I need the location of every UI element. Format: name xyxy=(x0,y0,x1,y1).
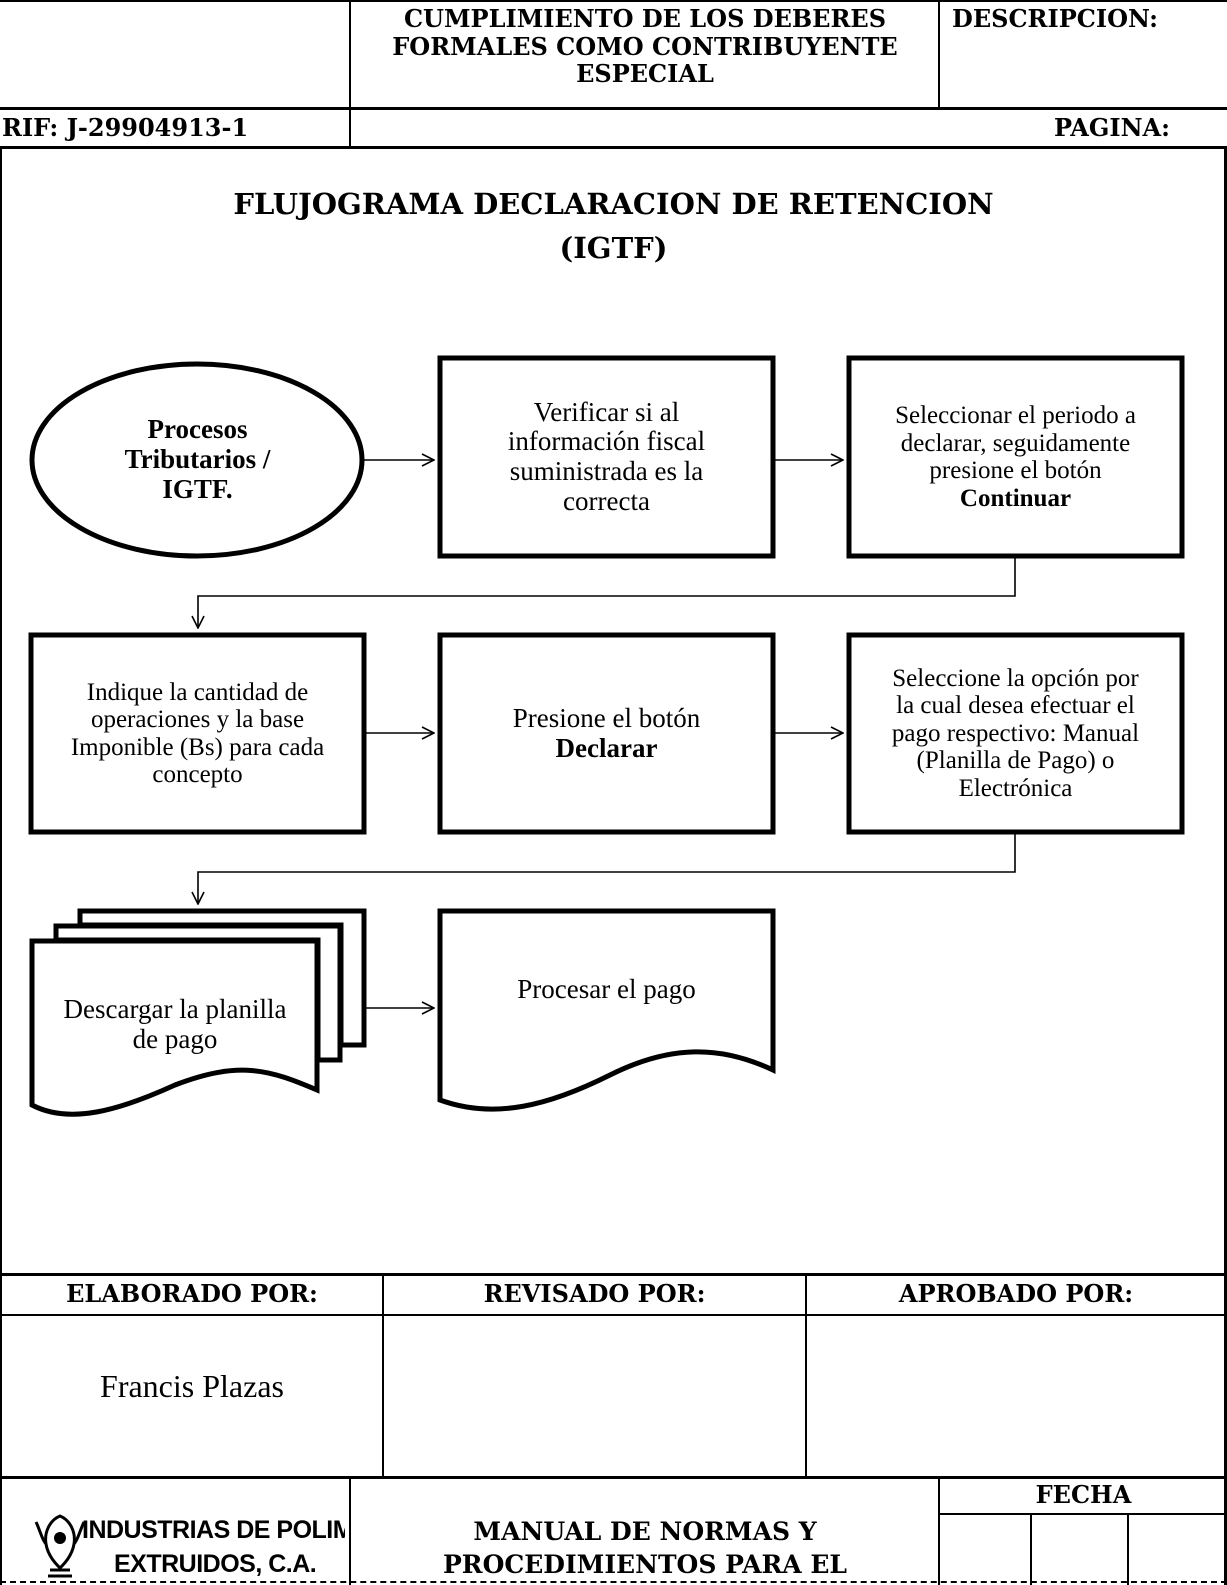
step2-label-line: declarar, seguidamente xyxy=(900,429,1131,457)
flowchart-title: FLUJOGRAMA DECLARACION DE RETENCION (IGT… xyxy=(0,182,1227,270)
step6-label-line: Descargar la planilla xyxy=(63,994,287,1025)
step3-label-line: Imponible (Bs) para cada xyxy=(70,733,325,761)
elaborado-name: Francis Plazas xyxy=(100,1368,284,1404)
manual-title-line: PROCEDIMIENTOS PARA EL xyxy=(443,1550,847,1579)
step1-label-line: correcta xyxy=(563,485,650,516)
step5-label-line: Seleccione la opción por xyxy=(892,664,1139,692)
step7-document xyxy=(437,908,776,1112)
arrow-step5-to-step6 xyxy=(198,834,1016,904)
step5-label-line: la cual desea efectuar el xyxy=(896,692,1135,720)
pagina-label: PAGINA: xyxy=(1053,113,1170,142)
step2-label: Seleccionar el periodo a declarar, segui… xyxy=(853,363,1178,551)
manual-title-line: MANUAL DE NORMAS Y xyxy=(473,1517,817,1546)
manual-title: MANUAL DE NORMAS Y PROCEDIMIENTOS PARA E… xyxy=(352,1515,938,1581)
step2-box xyxy=(846,355,1185,559)
document-title-line: ESPECIAL xyxy=(576,59,714,89)
step4-label: Presione el botón Declarar xyxy=(445,640,768,827)
step7-label-line: Procesar el pago xyxy=(517,974,696,1005)
step3-label: Indique la cantidad de operaciones y la … xyxy=(35,640,360,827)
page-cut-line xyxy=(0,1581,1227,1583)
company-logo: INDUSTRIAS DE POLIMEROS EXTRUIDOS, C.A. xyxy=(30,1510,345,1585)
step1-label-line: suministrada es la xyxy=(509,456,704,486)
revisado-label: REVISADO POR: xyxy=(483,1279,706,1308)
step4-box xyxy=(437,632,776,835)
step5-box xyxy=(846,632,1185,835)
start-label-line: Tributarios / xyxy=(124,444,271,475)
step2-label-line: Seleccionar el periodo a xyxy=(895,402,1136,429)
logo-line2: EXTRUIDOS, C.A. xyxy=(114,1550,317,1578)
logo-emblem-icon xyxy=(34,1514,86,1578)
start-label: Procesos Tributarios / IGTF. xyxy=(60,395,335,525)
start-label-line: Procesos xyxy=(147,414,248,445)
logo-line1: INDUSTRIAS DE POLIMEROS xyxy=(82,1516,345,1544)
step5-label: Seleccione la opción por la cual desea e… xyxy=(853,640,1178,827)
connectors xyxy=(198,460,1016,1008)
arrow-step2-to-step3 xyxy=(198,558,1016,628)
aprobado-label: APROBADO POR: xyxy=(898,1279,1134,1308)
step5-label-line: Electrónica xyxy=(958,774,1073,802)
step1-box xyxy=(437,355,776,559)
elaborado-label: ELABORADO POR: xyxy=(66,1279,318,1308)
step3-label-line: operaciones y la base xyxy=(90,706,305,733)
step5-label-line: pago respectivo: Manual xyxy=(891,719,1140,747)
step3-box xyxy=(28,632,367,835)
step2-label-line: presione el botón xyxy=(929,457,1102,484)
step3-label-line: concepto xyxy=(152,761,243,788)
flowchart-title-line: (IGTF) xyxy=(559,231,668,265)
step4-label-line: Presione el botón xyxy=(512,702,701,733)
document-title: CUMPLIMIENTO DE LOS DEBERES FORMALES COM… xyxy=(352,5,938,88)
fecha-label: FECHA xyxy=(1035,1480,1132,1509)
step5-label-line: (Planilla de Pago) o xyxy=(916,747,1115,775)
step7-label: Procesar el pago xyxy=(445,970,768,1010)
descripcion-label: DESCRIPCION: xyxy=(952,4,1158,33)
start-label-line: IGTF. xyxy=(162,473,233,504)
document-title-line: CUMPLIMIENTO DE LOS DEBERES xyxy=(403,4,887,33)
step1-label-line: información fiscal xyxy=(507,426,706,457)
flowchart-title-line: FLUJOGRAMA DECLARACION DE RETENCION xyxy=(233,187,994,221)
start-oval xyxy=(29,361,365,559)
step1-label: Verificar si al información fiscal sumin… xyxy=(445,363,768,551)
step6-multidocument xyxy=(29,908,367,1117)
step1-label-line: Verificar si al xyxy=(533,396,680,427)
step6-label: Descargar la planilla de pago xyxy=(36,985,314,1065)
step4-label-bold: Declarar xyxy=(555,732,658,763)
document-title-line: FORMALES COMO CONTRIBUYENTE xyxy=(392,31,898,61)
step3-label-line: Indique la cantidad de xyxy=(86,678,309,706)
step6-label-line: de pago xyxy=(132,1024,218,1054)
rif-label: RIF: J-29904913-1 xyxy=(2,113,249,142)
step2-label-bold: Continuar xyxy=(959,484,1072,512)
